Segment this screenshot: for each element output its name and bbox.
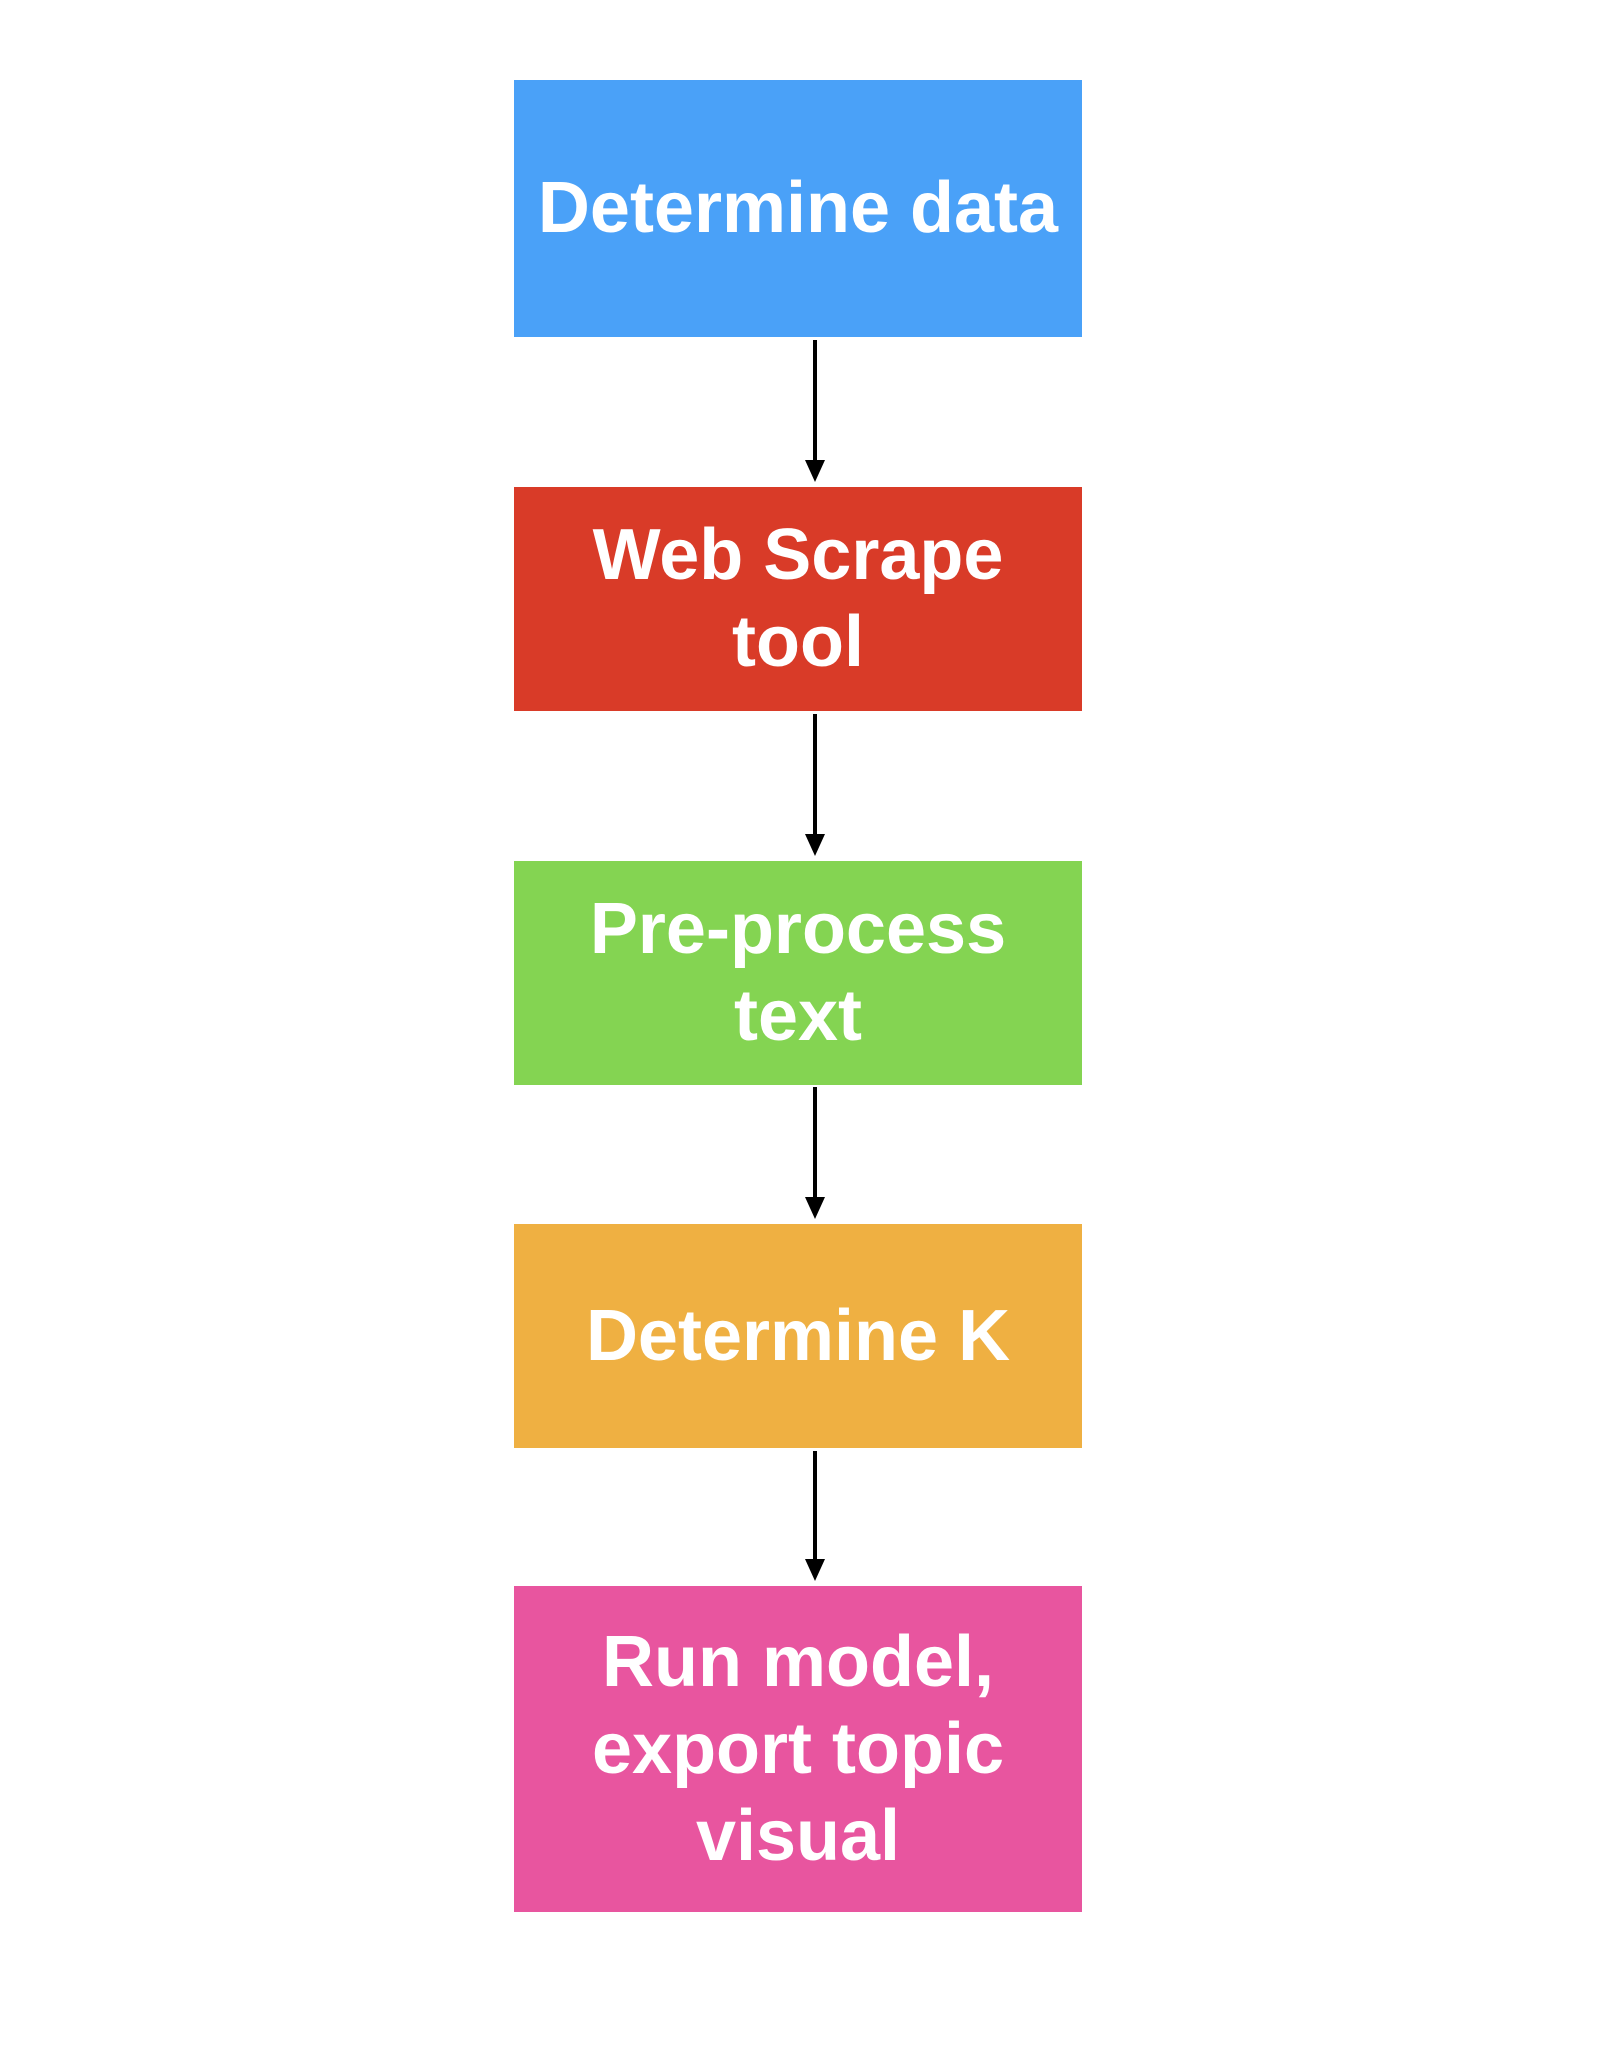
arrowhead-icon — [805, 834, 825, 856]
node-label: Determine K — [585, 1295, 1011, 1376]
node-run-model: Run model, export topic visual — [514, 1586, 1082, 1912]
arrow-pre-process-to-determine-k — [805, 1087, 825, 1219]
node-pre-process-text: Pre-process text — [514, 861, 1082, 1085]
node-determine-data: Determine data — [514, 80, 1082, 337]
arrow-web-scrape-to-pre-process — [805, 714, 825, 856]
node-label: Web Scrape tool — [592, 515, 1004, 682]
arrow-determine-k-to-run-model — [805, 1451, 825, 1581]
node-label: Determine data — [537, 168, 1059, 248]
node-determine-k: Determine K — [514, 1224, 1082, 1448]
node-label: Pre-process text — [589, 889, 1007, 1056]
node-label: Run model, export topic visual — [591, 1621, 1005, 1876]
arrowhead-icon — [805, 1197, 825, 1219]
arrowhead-icon — [805, 1559, 825, 1581]
arrowhead-icon — [805, 460, 825, 482]
node-web-scrape-tool: Web Scrape tool — [514, 487, 1082, 711]
arrow-determine-data-to-web-scrape — [805, 340, 825, 482]
